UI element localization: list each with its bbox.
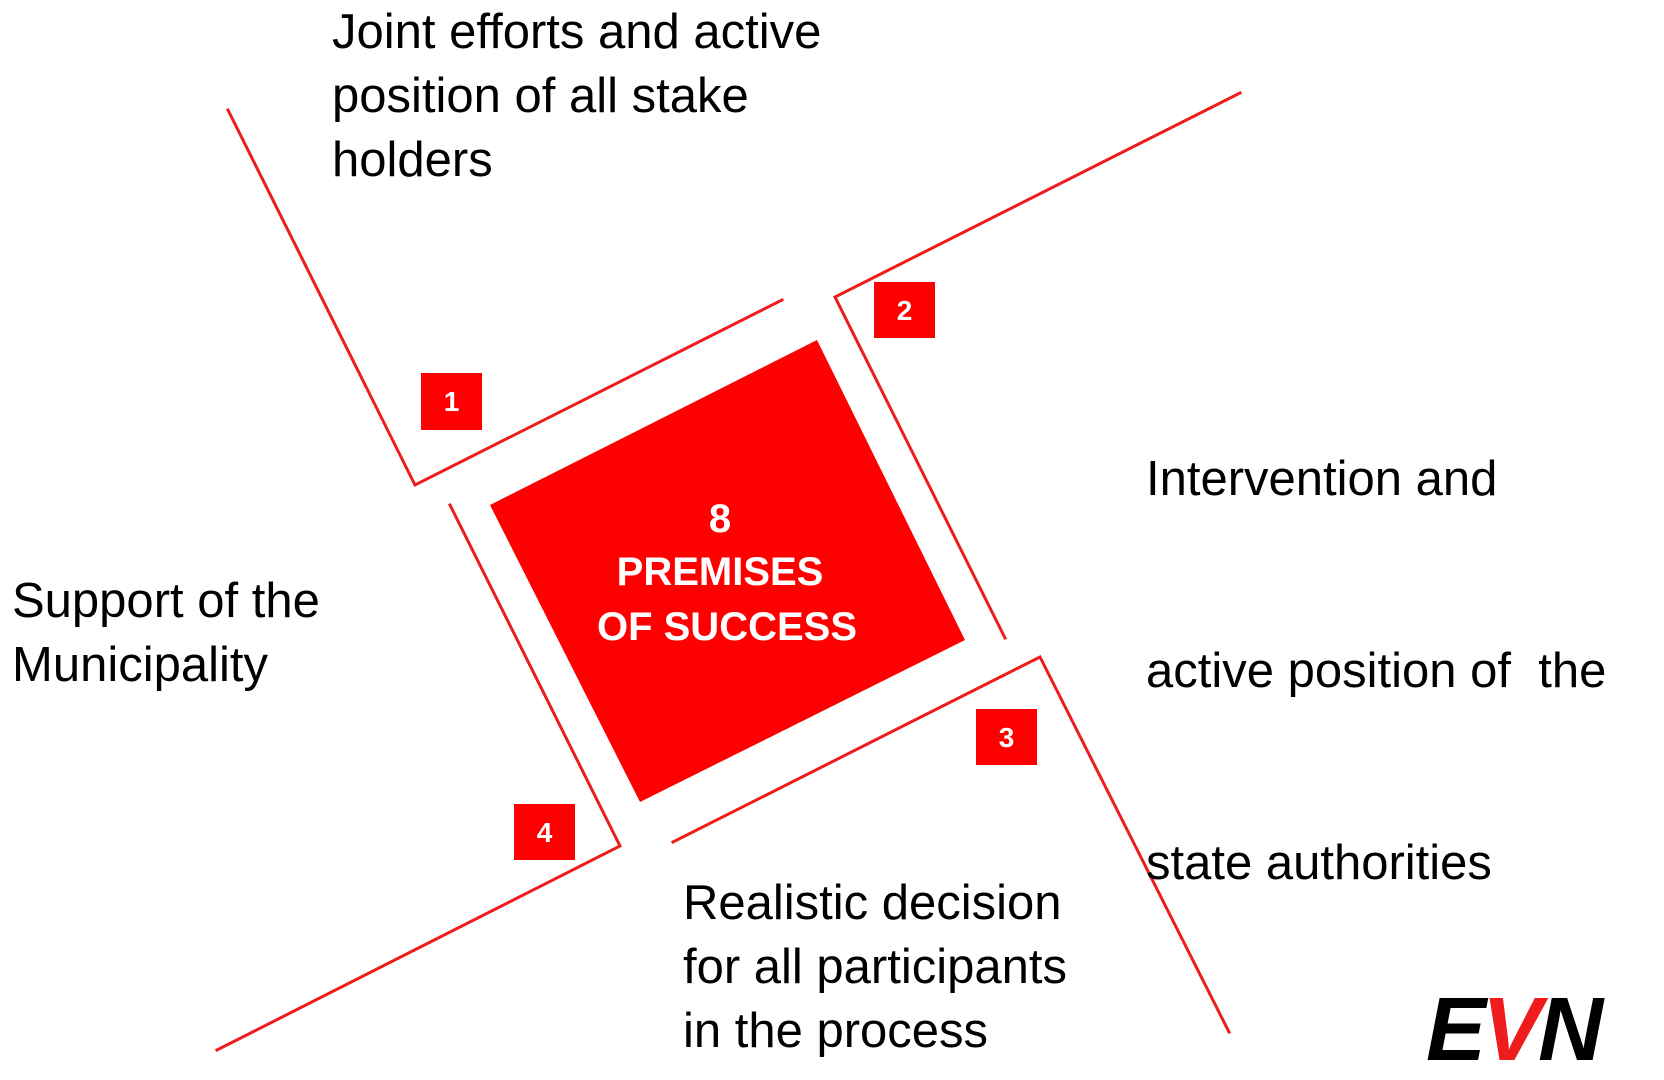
premise-label-1-line-3: holders	[332, 133, 493, 187]
premise-label-3-line-1: Realistic decision	[683, 876, 1062, 930]
frame-line-3	[670, 654, 1232, 1035]
evn-logo-e: E	[1426, 980, 1486, 1080]
premise-label-4-line-2: Municipality	[12, 638, 268, 692]
premise-label-4: Support of the Municipality	[12, 569, 320, 697]
premise-badge-3: 3	[976, 709, 1037, 765]
frame-line-1	[225, 107, 785, 488]
premise-label-2-line-2: active position of the	[1146, 644, 1607, 698]
premise-number-1: 1	[444, 386, 460, 417]
premise-label-1: Joint efforts and active position of all…	[332, 0, 821, 192]
premise-label-2-line-3: state authorities	[1146, 836, 1492, 890]
evn-logo-v: V	[1482, 980, 1542, 1080]
frame-line-2	[832, 90, 1243, 641]
premise-label-3-line-2: for all participants	[683, 940, 1068, 994]
premises-diagram: 8 PREMISES OF SUCCESS 1 2 3 4	[214, 90, 1243, 1053]
premise-label-3: Realistic decision for all participants …	[683, 871, 1067, 1063]
center-line-3: OF SUCCESS	[597, 605, 857, 649]
premise-label-2: Intervention and active position of the …	[1146, 319, 1606, 959]
evn-logo: EVN	[1426, 985, 1603, 1075]
premise-label-4-line-1: Support of the	[12, 574, 320, 628]
center-line-2: PREMISES	[617, 550, 824, 594]
premise-badge-2: 2	[874, 282, 935, 338]
premise-label-2-line-1: Intervention and	[1146, 452, 1498, 506]
premise-badge-4: 4	[514, 804, 575, 860]
center-square	[490, 340, 965, 802]
premise-number-3: 3	[999, 722, 1015, 753]
premise-label-3-line-3: in the process	[683, 1004, 989, 1058]
premise-number-2: 2	[897, 295, 913, 326]
premise-label-1-line-2: position of all stake	[332, 69, 749, 123]
center-line-1: 8	[709, 497, 731, 541]
premise-label-1-line-1: Joint efforts and active	[332, 5, 822, 59]
premise-badge-1: 1	[421, 373, 482, 430]
evn-logo-n: N	[1538, 980, 1603, 1080]
frame-line-4	[214, 502, 623, 1053]
premise-number-4: 4	[537, 817, 553, 848]
